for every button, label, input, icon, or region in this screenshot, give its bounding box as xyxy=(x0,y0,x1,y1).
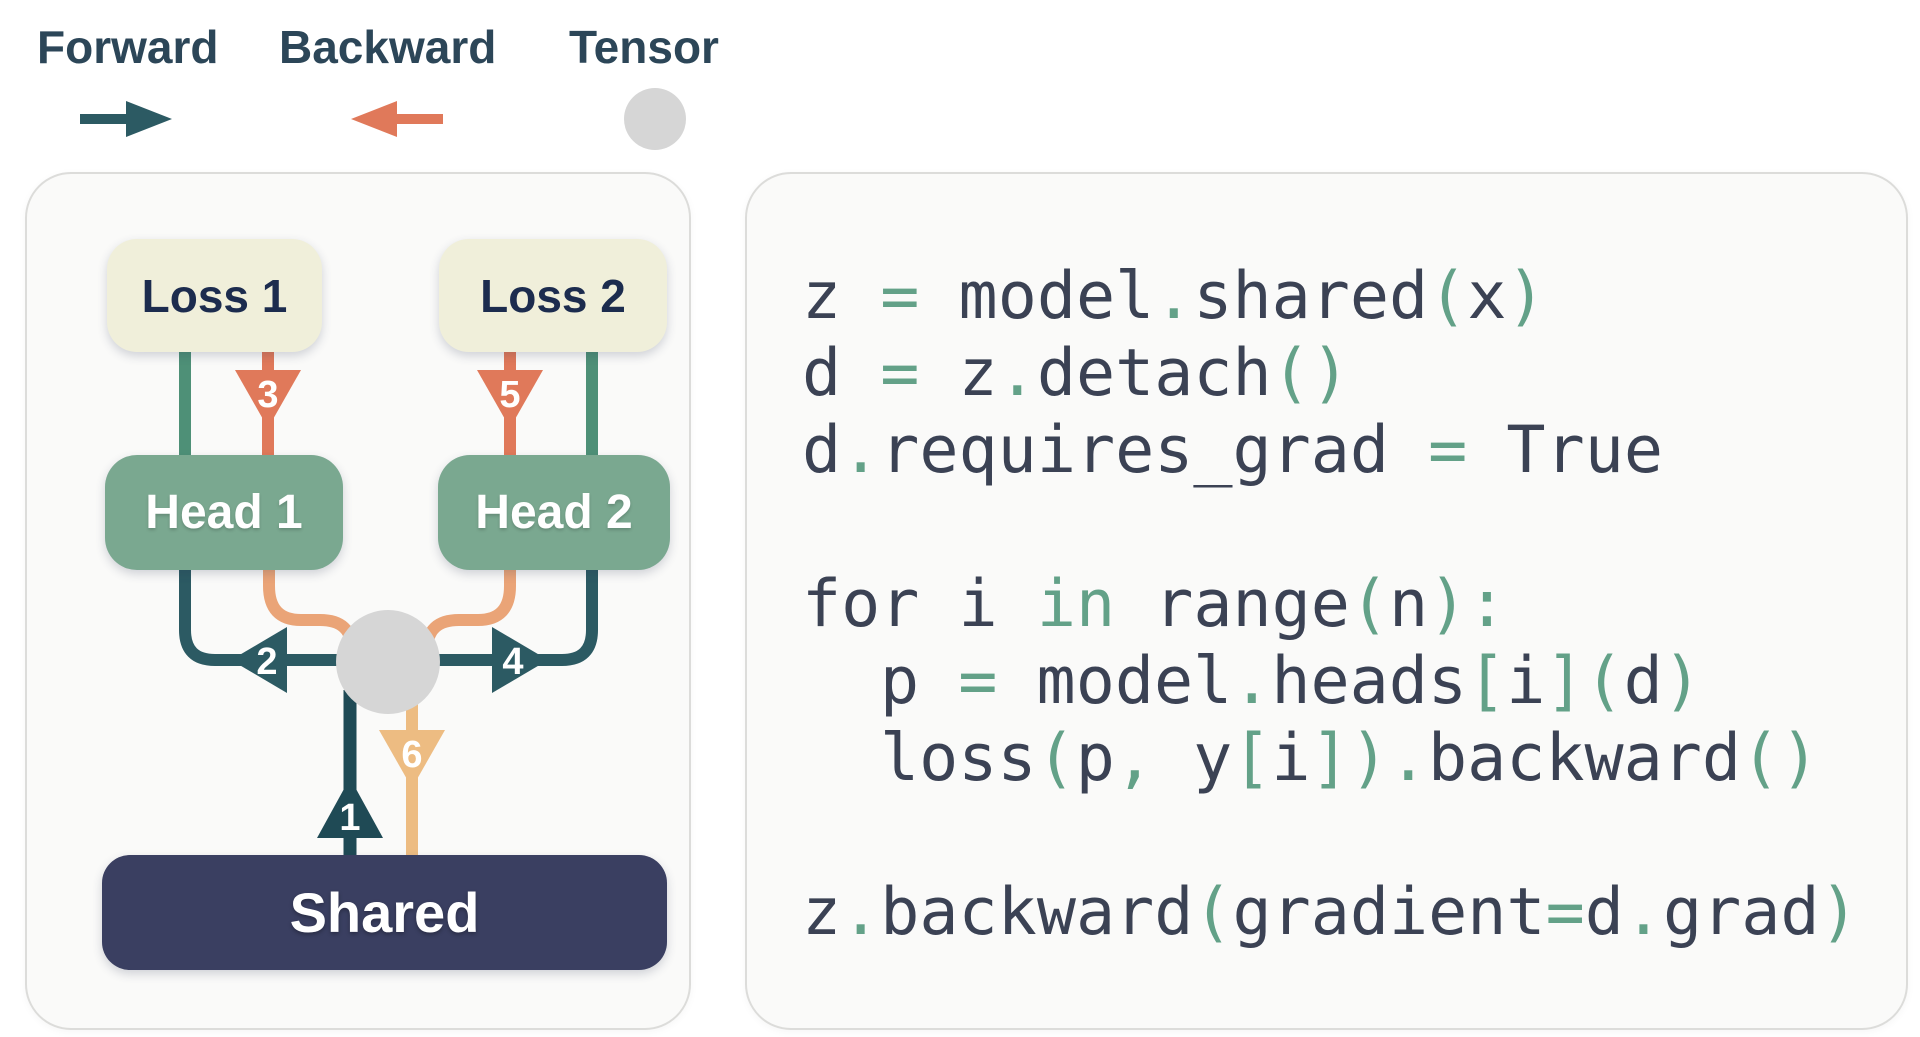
code-token: d xyxy=(1623,644,1663,719)
code-line: loss(p, y[i]).backward() xyxy=(802,720,1859,797)
node-loss-1: Loss 1 xyxy=(107,239,322,352)
backward-arrow-icon xyxy=(351,101,443,137)
step-label-1: 1 xyxy=(339,797,360,839)
code-line: d = z.detach() xyxy=(802,335,1859,412)
code-token: z xyxy=(919,336,998,411)
code-token: d xyxy=(1584,875,1624,950)
legend-label-tensor: Tensor xyxy=(569,21,719,73)
code-token: True xyxy=(1467,413,1663,488)
code-line: d.requires_grad = True xyxy=(802,412,1859,489)
code-line xyxy=(802,797,1859,874)
forward-arrowhead-4 xyxy=(492,627,548,693)
code-symbol-token: . xyxy=(1623,875,1663,950)
code-symbol-token: [ xyxy=(1467,644,1507,719)
code-symbol-token: . xyxy=(1154,259,1194,334)
code-token: n xyxy=(1389,567,1429,642)
node-head-2: Head 2 xyxy=(438,455,670,570)
code-token: y xyxy=(1193,721,1233,796)
code-symbol-token: ) xyxy=(1819,875,1859,950)
forward-arrowhead-1 xyxy=(317,778,383,838)
code-symbol-token: ) xyxy=(1662,644,1702,719)
code-token: d xyxy=(802,336,881,411)
code-symbol-token: () xyxy=(1271,336,1350,411)
diagram-panel: 3 5 2 4 1 6 Loss 1 Loss 2 Head 1 Head 2 … xyxy=(25,172,691,1030)
code-symbol-token: ]). xyxy=(1310,721,1428,796)
code-block: z = model.shared(x)d = z.detach()d.requi… xyxy=(802,258,1859,951)
forward-path-tensor-head1 xyxy=(179,564,342,666)
backward-arrowhead-6 xyxy=(379,730,445,788)
code-token: requires_grad xyxy=(880,413,1429,488)
legend-label-backward: Backward xyxy=(279,21,497,73)
code-token: heads xyxy=(1271,644,1468,719)
code-line: p = model.heads[i](d) xyxy=(802,643,1859,720)
code-token: loss xyxy=(880,721,1037,796)
code-token: backward xyxy=(880,875,1194,950)
code-symbol-token: ( xyxy=(1349,567,1390,642)
code-panel: z = model.shared(x)d = z.detach()d.requi… xyxy=(745,172,1908,1030)
diagram-connectors: 3 5 2 4 1 6 xyxy=(179,344,598,862)
node-shared: Shared xyxy=(102,855,667,970)
code-token: p xyxy=(1075,721,1115,796)
step-label-5: 5 xyxy=(499,374,520,416)
code-symbol-token: . xyxy=(841,413,881,488)
code-symbol-token: . xyxy=(841,875,881,950)
code-symbol-token: . xyxy=(997,336,1037,411)
code-token: model xyxy=(997,644,1233,719)
code-symbol-token: = xyxy=(880,336,920,411)
code-symbol-token: ]( xyxy=(1545,644,1624,719)
code-token: d xyxy=(802,413,842,488)
code-line: z = model.shared(x) xyxy=(802,258,1859,335)
forward-path-tensor-head2 xyxy=(435,564,598,666)
code-symbol-token: in xyxy=(1036,567,1116,642)
code-token: z xyxy=(802,875,842,950)
code-token: z xyxy=(802,259,881,334)
code-symbol-token: = xyxy=(880,259,920,334)
code-token: i xyxy=(1271,721,1311,796)
code-symbol-token: , xyxy=(1114,721,1194,796)
code-symbol-token: () xyxy=(1741,721,1820,796)
code-symbol-token: = xyxy=(1428,413,1468,488)
forward-arrow-icon xyxy=(80,101,172,137)
code-token: model xyxy=(919,259,1155,334)
code-symbol-token: ( xyxy=(1428,259,1468,334)
code-token: gradient xyxy=(1232,875,1546,950)
code-token: x xyxy=(1467,259,1507,334)
step-label-2: 2 xyxy=(256,641,277,683)
code-symbol-token: ): xyxy=(1428,567,1507,642)
code-symbol-token: ( xyxy=(1193,875,1233,950)
code-symbol-token: = xyxy=(958,644,998,719)
legend-label-forward: Forward xyxy=(37,21,219,73)
forward-arrowhead-2 xyxy=(231,627,287,693)
step-label-4: 4 xyxy=(502,641,523,683)
code-line: z.backward(gradient=d.grad) xyxy=(802,874,1859,951)
code-token: detach xyxy=(1036,336,1272,411)
code-symbol-token: . xyxy=(1232,644,1272,719)
backward-arrowhead-5 xyxy=(477,370,543,428)
code-symbol-token: ) xyxy=(1506,259,1546,334)
code-symbol-token: [ xyxy=(1232,721,1272,796)
code-token: p xyxy=(880,644,959,719)
step-label-6: 6 xyxy=(401,734,422,776)
code-token: shared xyxy=(1193,259,1429,334)
code-line xyxy=(802,489,1859,566)
backward-arrowhead-3 xyxy=(235,370,301,428)
code-token: grad xyxy=(1663,875,1820,950)
tensor-node-circle xyxy=(336,610,440,714)
tensor-circle-icon xyxy=(624,88,686,150)
code-token: i xyxy=(1506,644,1546,719)
node-loss-2: Loss 2 xyxy=(439,239,667,352)
node-head-1: Head 1 xyxy=(105,455,343,570)
code-line: for i in range(n): xyxy=(802,566,1859,643)
code-token: range xyxy=(1115,567,1350,642)
step-label-3: 3 xyxy=(257,374,278,416)
code-symbol-token: ( xyxy=(1036,721,1076,796)
code-symbol-token: = xyxy=(1545,875,1585,950)
code-token: for i xyxy=(802,567,1037,642)
code-token: backward xyxy=(1427,721,1742,796)
